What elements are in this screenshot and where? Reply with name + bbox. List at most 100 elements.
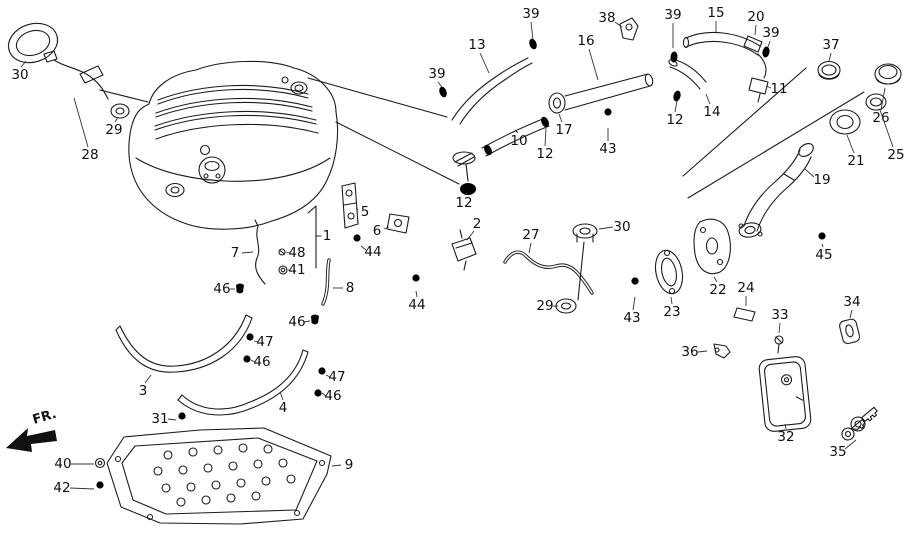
part-callout-30: 30 <box>613 219 630 235</box>
part-callout-39: 39 <box>762 25 779 41</box>
part-callout-46: 46 <box>213 281 230 297</box>
callout-leader-line <box>253 340 259 343</box>
callout-leader-line <box>670 296 673 305</box>
callout-leader-line <box>588 48 599 81</box>
part-callout-46: 46 <box>324 388 341 404</box>
part-callout-12: 12 <box>455 195 472 211</box>
part-callout-1: 1 <box>323 228 332 244</box>
part-callout-4: 4 <box>279 400 288 416</box>
part-callout-28: 28 <box>81 147 98 163</box>
part-callout-14: 14 <box>703 104 720 120</box>
callout-leader-line <box>325 374 331 378</box>
part-callout-10: 10 <box>510 133 527 149</box>
part-callout-21: 21 <box>847 153 864 169</box>
part-callout-33: 33 <box>771 307 788 323</box>
callout-leader-line <box>303 320 311 323</box>
part-callout-3: 3 <box>139 383 148 399</box>
part-callout-6: 6 <box>373 223 382 239</box>
part-callout-24: 24 <box>737 280 754 296</box>
callout-leader-line <box>73 97 89 148</box>
callout-leader-line <box>844 439 857 450</box>
part-callout-47: 47 <box>328 369 345 385</box>
part-callout-17: 17 <box>555 122 572 138</box>
part-callout-8: 8 <box>346 280 355 296</box>
part-callout-27: 27 <box>522 227 539 243</box>
callout-leader-line <box>250 359 256 363</box>
callout-leader-line <box>528 242 532 254</box>
part-callout-9: 9 <box>345 457 354 473</box>
part-callout-19: 19 <box>813 172 830 188</box>
part-callout-36: 36 <box>681 344 698 360</box>
part-callout-25: 25 <box>887 147 904 163</box>
callout-leader-line <box>846 134 855 154</box>
mount-plate-and-gasket <box>654 218 756 322</box>
callout-leader-line <box>383 226 390 230</box>
part-callout-32: 32 <box>777 429 794 445</box>
part-callout-39: 39 <box>428 66 445 82</box>
part-callout-41: 41 <box>288 262 305 278</box>
part-callout-48: 48 <box>288 245 305 261</box>
fr-direction-arrow <box>6 428 57 452</box>
callout-leader-line <box>415 290 418 298</box>
part-callout-39: 39 <box>664 7 681 23</box>
callout-leader-line <box>360 245 367 251</box>
part-callout-39: 39 <box>522 6 539 22</box>
part-callout-38: 38 <box>598 10 615 26</box>
part-callout-23: 23 <box>663 304 680 320</box>
part-callout-44: 44 <box>364 244 381 260</box>
part-callout-5: 5 <box>361 204 370 220</box>
breather-hose-assembly <box>668 31 771 103</box>
callout-leader-line <box>804 168 815 178</box>
callout-leader-line <box>705 93 711 105</box>
callout-leader-line <box>285 251 291 254</box>
part-callout-13: 13 <box>468 37 485 53</box>
callout-leader-line <box>632 296 636 311</box>
part-callout-20: 20 <box>747 9 764 25</box>
tank-straps <box>115 314 326 428</box>
part-callout-29: 29 <box>105 122 122 138</box>
callout-leader-line <box>765 85 772 89</box>
callout-leader-line <box>144 374 152 384</box>
callout-leader-line <box>279 391 284 401</box>
part-callout-44: 44 <box>408 297 425 313</box>
part-callout-46: 46 <box>253 354 270 370</box>
part-callout-40: 40 <box>54 456 71 472</box>
callout-leader-line <box>437 81 443 88</box>
callout-leader-line <box>614 21 623 28</box>
tank-fittings-group <box>236 205 331 325</box>
part-callout-43: 43 <box>599 141 616 157</box>
part-callout-31: 31 <box>151 411 168 427</box>
callout-leader-line <box>821 243 824 248</box>
filler-hose-assembly <box>436 17 654 195</box>
callout-leader-line <box>544 127 547 147</box>
part-callout-34: 34 <box>843 294 860 310</box>
part-callout-47: 47 <box>256 334 273 350</box>
part-callout-45: 45 <box>815 247 832 263</box>
callout-leader-line <box>598 226 614 230</box>
skid-plate <box>94 427 332 525</box>
callout-leader-line <box>241 251 254 254</box>
callout-leader-line <box>514 129 519 134</box>
part-callout-7: 7 <box>231 245 240 261</box>
valve-and-pipes <box>451 223 640 314</box>
long-leader-lines <box>99 67 865 199</box>
callout-leader-line <box>167 418 177 421</box>
callout-leader-line <box>849 309 853 319</box>
part-callout-43: 43 <box>623 310 640 326</box>
part-callout-37: 37 <box>822 37 839 53</box>
part-callout-35: 35 <box>829 444 846 460</box>
part-callout-15: 15 <box>707 5 724 21</box>
callout-leader-line <box>674 100 678 113</box>
callout-leader-line <box>466 230 475 241</box>
callout-leader-line <box>778 322 781 334</box>
part-callout-46: 46 <box>288 314 305 330</box>
fuel-tank <box>128 60 339 230</box>
callout-leader-line <box>530 21 534 41</box>
part-callout-2: 2 <box>473 216 482 232</box>
callout-leader-line <box>464 192 468 196</box>
fuel-lid-assembly <box>713 318 878 441</box>
callout-leader-line <box>69 487 95 490</box>
